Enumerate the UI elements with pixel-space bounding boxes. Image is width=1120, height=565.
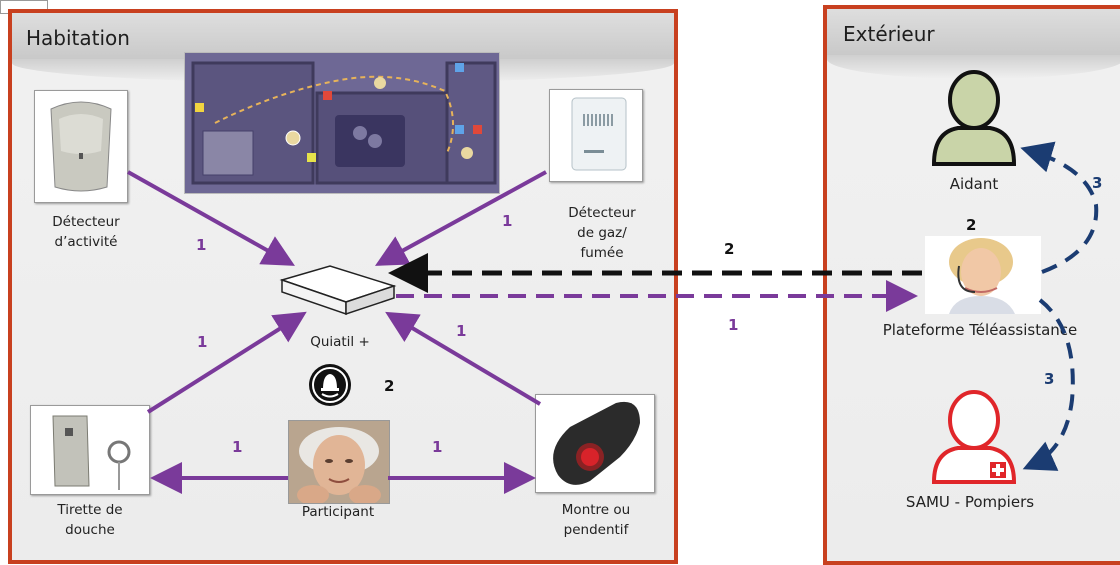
arrow-gas-to-hub (374, 170, 547, 266)
gas-detector-label: Détecteur de gaz/ fumée (568, 205, 636, 261)
activity-detector-label: Détecteur d’activité (52, 214, 120, 250)
floor-plan-image (184, 52, 500, 194)
gas-detector-image (549, 89, 643, 182)
habitation-title: Habitation (26, 26, 130, 50)
platform-number: 2 (966, 216, 977, 234)
number-participant-right: 1 (432, 438, 443, 456)
arrow-activity-to-hub (127, 170, 295, 266)
number-shower: 1 (197, 333, 208, 351)
activity-detector-image (34, 90, 128, 203)
samu-person-icon (928, 386, 1020, 486)
number-activity: 1 (196, 236, 207, 254)
number-purple-arrow: 1 (728, 316, 739, 334)
samu-label: SAMU - Pompiers (905, 493, 1035, 511)
participant-photo (288, 420, 390, 504)
aidant-person-icon (928, 66, 1020, 166)
number-pendant: 1 (456, 322, 467, 340)
exterieur-title: Extérieur (843, 22, 935, 46)
hub-image (278, 262, 398, 322)
number-gas: 1 (502, 212, 513, 230)
hub-label: Quiatil + (310, 334, 370, 350)
platform-label: Plateforme Téléassistance (882, 321, 1078, 339)
arrow-platform-to-aidant (1020, 141, 1099, 274)
bell-number: 2 (384, 377, 395, 395)
pendant-image (535, 394, 655, 493)
arrow-shower-to-hub (146, 311, 307, 414)
bell-icon (308, 363, 352, 407)
participant-label: Participant (301, 504, 375, 520)
aidant-label: Aidant (949, 175, 999, 193)
number-participant-left: 1 (232, 438, 243, 456)
arrow-platform-to-samu (1022, 298, 1075, 471)
shower-pull-image (30, 405, 150, 495)
number-black-arrow: 2 (724, 240, 735, 258)
pendant-label: Montre ou pendentif (561, 502, 631, 538)
number-samu: 3 (1044, 370, 1055, 388)
number-aidant: 3 (1092, 174, 1103, 192)
arrow-pendant-to-hub (385, 311, 542, 406)
shower-pull-label: Tirette de douche (57, 502, 123, 538)
operator-photo (925, 236, 1041, 314)
